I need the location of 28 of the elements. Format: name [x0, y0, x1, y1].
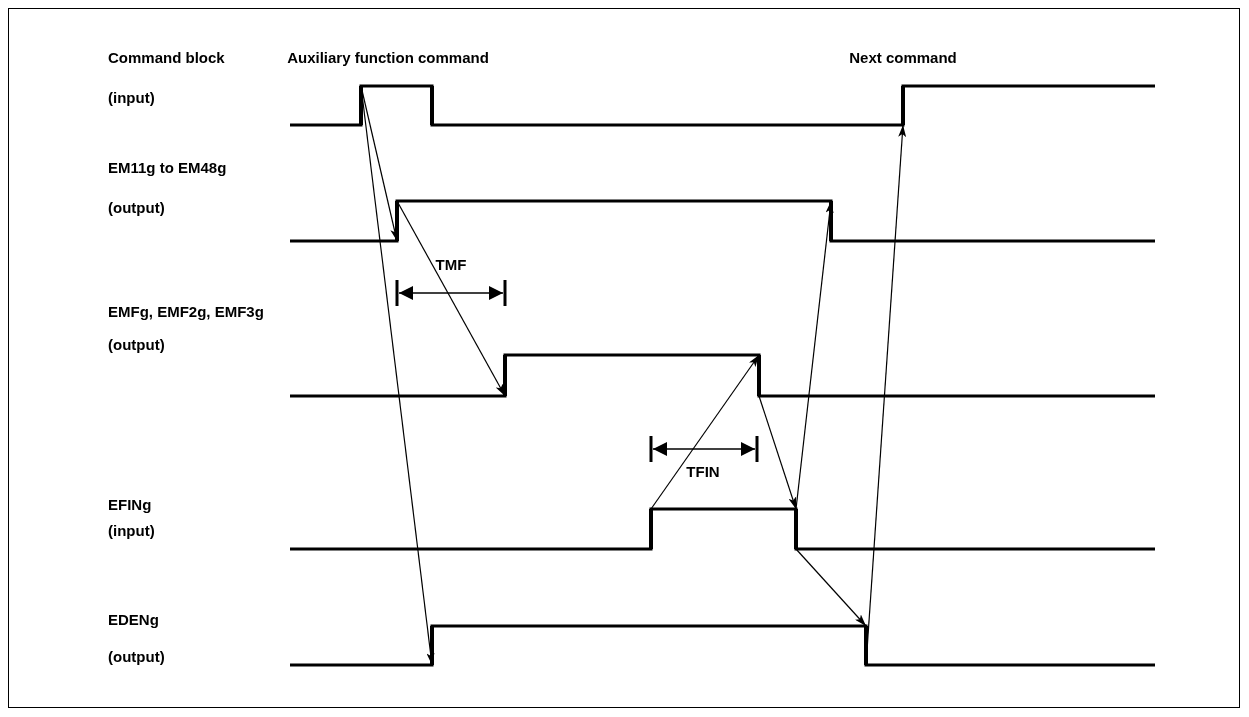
signal-transition — [649, 509, 653, 549]
signal-transition — [395, 201, 399, 241]
signal-transition — [757, 355, 761, 396]
arrow — [650, 354, 760, 510]
signal-label: (output) — [108, 199, 165, 217]
signal-transition — [864, 626, 868, 665]
arrow — [758, 395, 797, 510]
signal-label: EMFg, EMF2g, EMF3g — [108, 303, 264, 321]
signal-label: EFINg — [108, 496, 152, 514]
dimension-label: TFIN — [686, 463, 720, 481]
signal-transition — [430, 86, 434, 125]
signal-label: (input) — [108, 522, 155, 540]
dimension-label: TMF — [435, 256, 467, 274]
signal-label: (input) — [108, 89, 155, 107]
signal-transition — [503, 355, 507, 396]
arrow — [795, 548, 867, 627]
heading-text: Next command — [849, 49, 957, 67]
signal-label: (output) — [108, 648, 165, 666]
signal-transition — [829, 201, 833, 241]
signal-transition — [794, 509, 798, 549]
signal-transition — [901, 86, 905, 125]
signal-label: EDENg — [108, 611, 159, 629]
signal-transition — [430, 626, 434, 665]
signal-label: EM11g to EM48g — [108, 159, 227, 177]
signal-label: (output) — [108, 336, 165, 354]
heading-text: Auxiliary function command — [287, 49, 489, 67]
signal-label: Command block — [108, 49, 225, 67]
signal-transition — [359, 86, 363, 125]
